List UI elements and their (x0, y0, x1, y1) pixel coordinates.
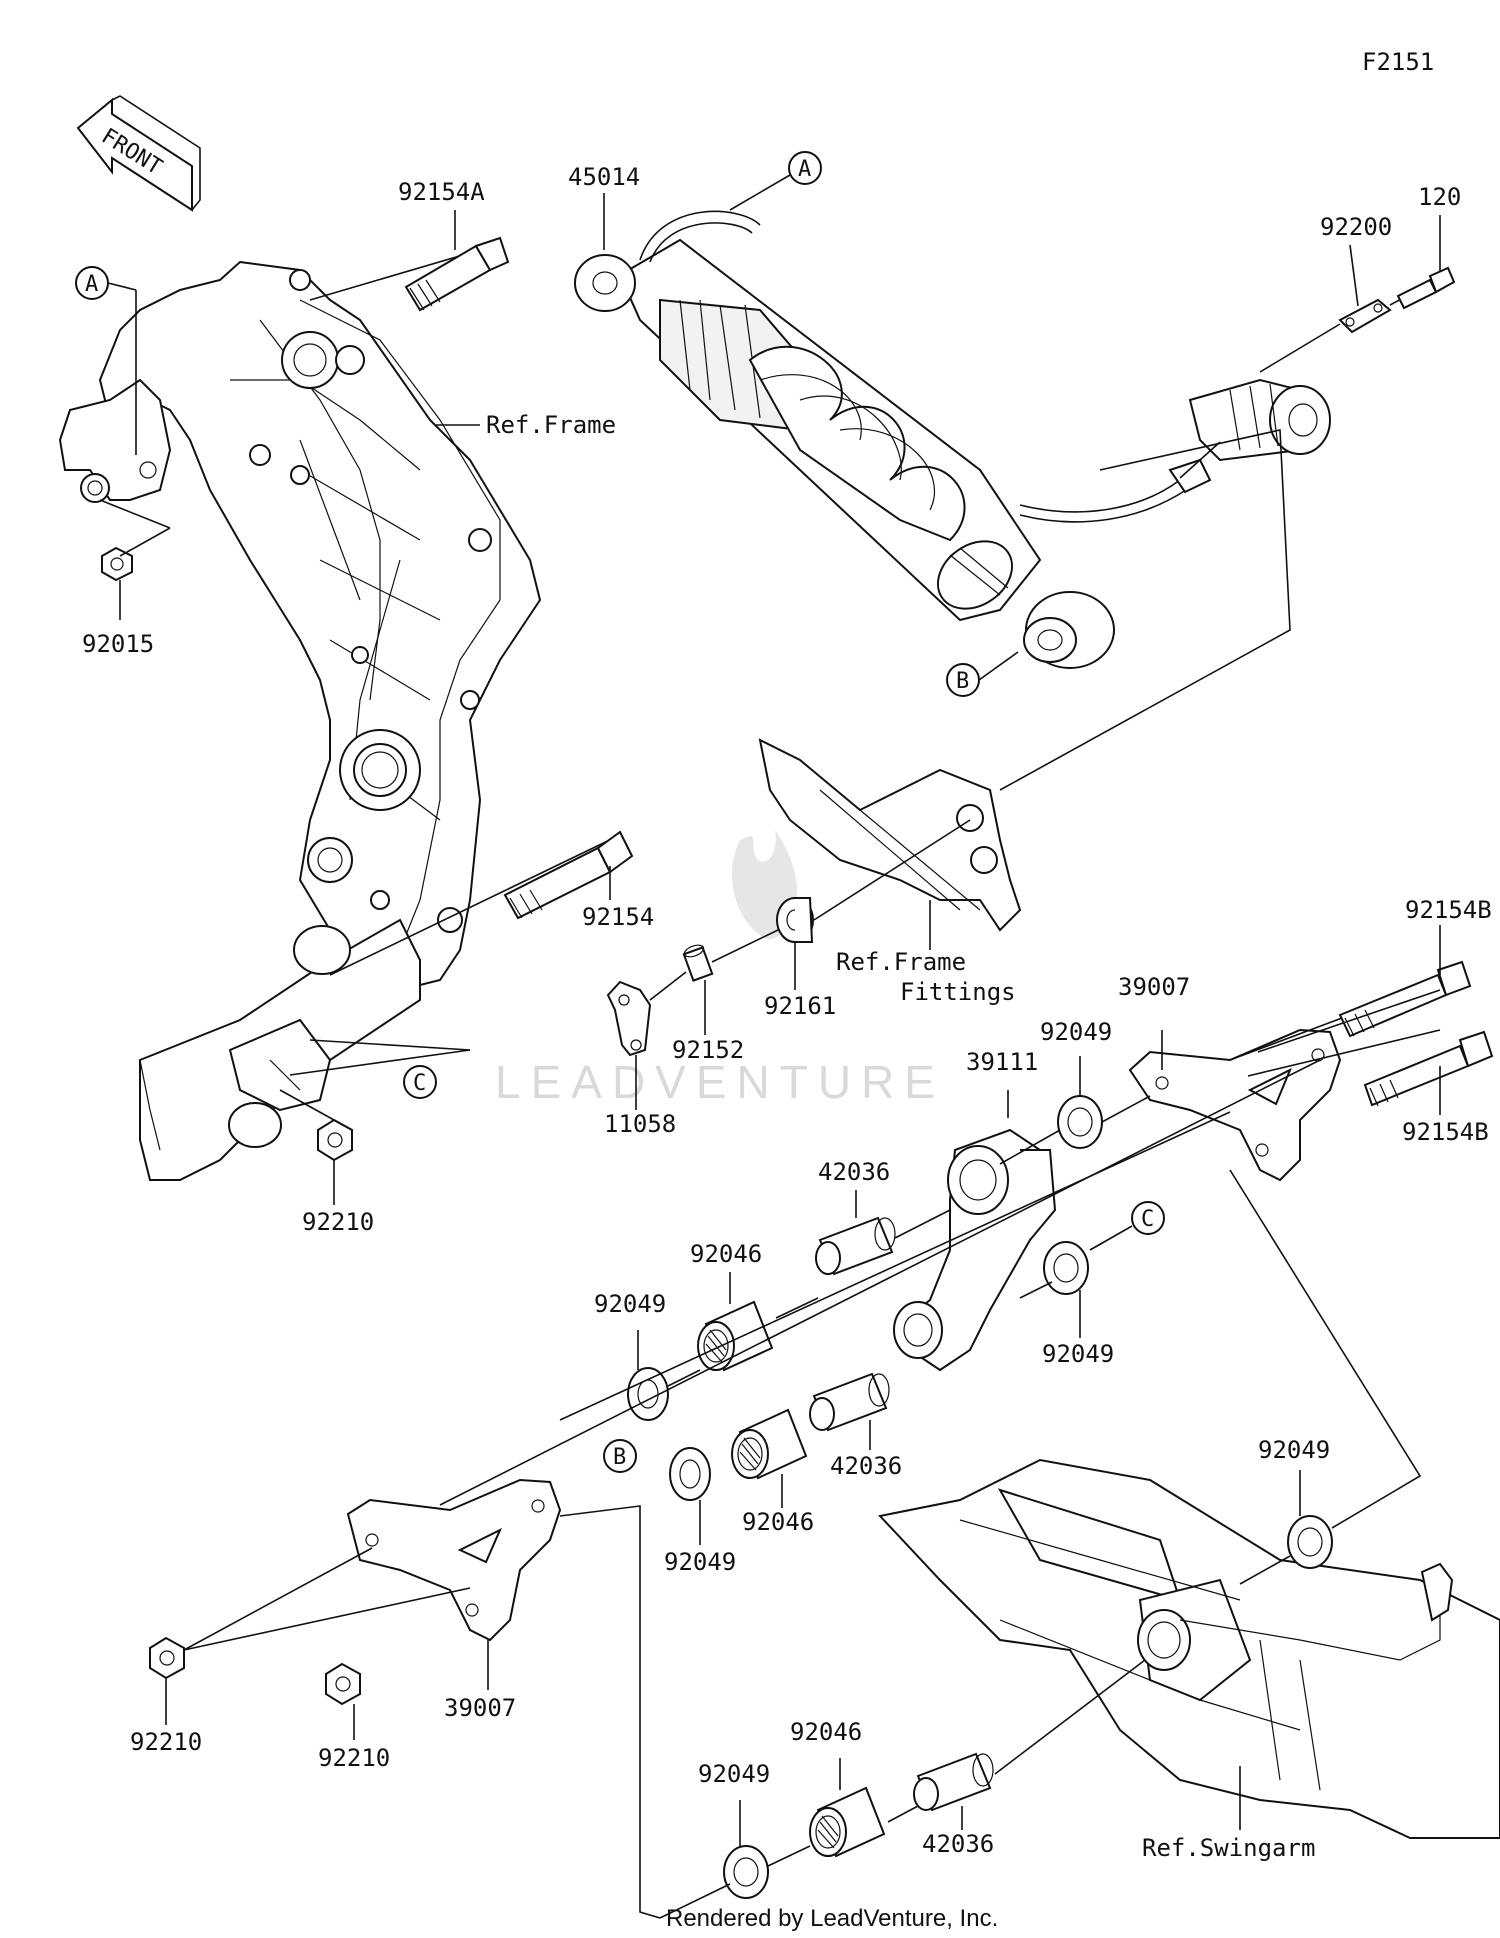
label-42036-mid: 42036 (830, 1452, 902, 1480)
label-39007-upper: 39007 (1118, 973, 1190, 1001)
label-92046-upper: 92046 (690, 1240, 762, 1268)
label-45014: 45014 (568, 163, 640, 191)
seal-92049-upper (1057, 1095, 1103, 1149)
ref-frame-fittings-2: Fittings (900, 978, 1016, 1006)
label-11058: 11058 (604, 1110, 676, 1138)
shock-absorber-45014 (574, 210, 1331, 669)
label-120: 120 (1418, 183, 1461, 211)
collar-92161 (776, 897, 814, 943)
sleeve-92152 (682, 944, 714, 982)
label-92154A: 92154A (398, 178, 485, 206)
ref-frame-fittings-1: Ref.Frame (836, 948, 966, 976)
lower-frame-bracket (139, 918, 421, 1181)
ref-frame-label: Ref.Frame (486, 411, 616, 439)
label-39007-lower: 39007 (444, 1694, 516, 1722)
label-92015: 92015 (82, 630, 154, 658)
credit-text: Rendered by LeadVenture, Inc. (666, 1905, 998, 1932)
seal-92049-left (627, 1367, 669, 1421)
svg-text:A: A (798, 157, 811, 182)
label-92049-lower-mid: 92049 (664, 1548, 736, 1576)
bearing-92046-mid (731, 1408, 808, 1480)
callout-a-shock: A (729, 151, 822, 211)
rocker-arm-39111 (893, 1128, 1057, 1372)
label-92154B-lower: 92154B (1402, 1118, 1489, 1146)
label-92046-lower: 92046 (790, 1718, 862, 1746)
label-92046-mid: 92046 (742, 1508, 814, 1536)
svg-text:B: B (956, 669, 969, 694)
seal-92049-right (1043, 1241, 1089, 1295)
callout-c-left: C (289, 1039, 471, 1099)
front-arrow-icon: FRONT (76, 95, 201, 212)
bolt-92154A (309, 236, 510, 312)
svg-text:C: C (1141, 1207, 1154, 1232)
bearing-92046-lower (809, 1786, 886, 1858)
label-92049-swingarm: 92049 (1258, 1436, 1330, 1464)
bolt-92154B-lower (1247, 1029, 1494, 1107)
label-92049-bottom: 92049 (698, 1760, 770, 1788)
screw-120 (1389, 266, 1456, 310)
callout-b-lower: B (559, 1439, 661, 1919)
main-frame (58, 260, 542, 992)
bearing-92046-upper (697, 1300, 774, 1372)
nut-92015 (101, 546, 133, 582)
callout-b-shock: B (946, 651, 1019, 697)
svg-text:C: C (413, 1071, 426, 1096)
label-39111: 39111 (966, 1048, 1038, 1076)
label-92210-lower-mid: 92210 (318, 1744, 390, 1772)
sleeve-42036-lower (913, 1752, 994, 1812)
nut-92210-lower-mid (325, 1662, 361, 1706)
sleeve-42036-mid (809, 1372, 890, 1432)
label-92049-left: 92049 (594, 1290, 666, 1318)
seal-92049-swingarm (1287, 1515, 1333, 1569)
label-92049-upper: 92049 (1040, 1018, 1112, 1046)
ref-swingarm-label: Ref.Swingarm (1142, 1834, 1315, 1862)
callout-c-right: C (1089, 1201, 1165, 1251)
clamp-11058 (606, 980, 652, 1057)
figure-id: F2151 (1362, 48, 1434, 76)
seal-92049-lower-mid (669, 1447, 711, 1501)
label-92154: 92154 (582, 903, 654, 931)
svg-text:A: A (85, 272, 98, 297)
label-42036-lower: 42036 (922, 1830, 994, 1858)
nut-92210-upper (317, 1118, 353, 1162)
label-42036-upper: 42036 (818, 1158, 890, 1186)
sleeve-42036-upper (815, 1216, 896, 1276)
swingarm (878, 1458, 1500, 1839)
callout-a-left: A (75, 266, 137, 455)
nut-92210-lower-left (149, 1636, 185, 1680)
seal-92049-bottom (723, 1845, 769, 1899)
link-plate-39007-lower (346, 1478, 562, 1642)
label-92049-right: 92049 (1042, 1340, 1114, 1368)
frame-fittings (758, 738, 1022, 932)
label-92200: 92200 (1320, 213, 1392, 241)
watermark-text: LEADVENTURE (495, 1056, 945, 1108)
label-92210-lower-left: 92210 (130, 1728, 202, 1756)
svg-text:B: B (613, 1445, 626, 1470)
label-92210-upper: 92210 (302, 1208, 374, 1236)
label-92152: 92152 (672, 1036, 744, 1064)
label-92154B-upper: 92154B (1405, 896, 1492, 924)
bracket-92200 (1338, 298, 1392, 334)
label-92161: 92161 (764, 992, 836, 1020)
